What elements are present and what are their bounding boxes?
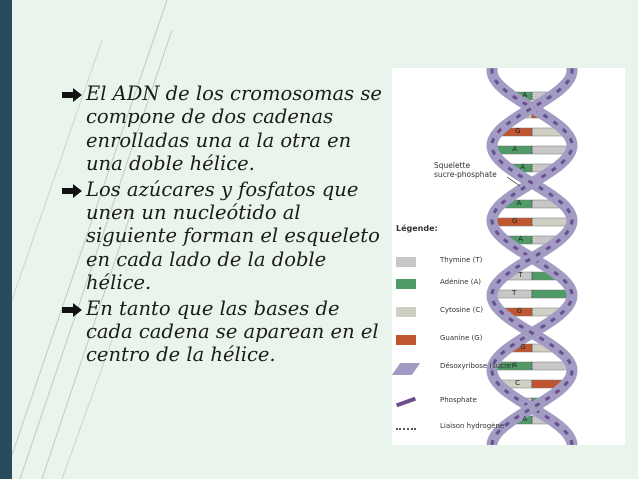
bullet-list: El ADN de los cromosomas se compone de d…: [62, 82, 382, 369]
legend-swatch: [396, 307, 416, 317]
legend-swatch: [395, 396, 417, 408]
base-pair-half: [531, 289, 570, 299]
left-accent-bar: [0, 0, 12, 479]
legend-swatch: [396, 279, 416, 289]
base-label: G: [512, 217, 518, 225]
base-label: A: [516, 199, 522, 207]
bullet-text: En tanto que las bases de cada cadena se…: [86, 296, 379, 367]
legend-item: Cytosine (C): [396, 304, 526, 322]
bullet-text: El ADN de los cromosomas se compone de d…: [86, 82, 382, 176]
legend-item: Phosphate: [395, 394, 526, 412]
arrow-bullet-icon: [62, 302, 82, 317]
base-label: A: [522, 91, 528, 99]
bullet-item: Los azúcares y fosfatos que unen un nucl…: [62, 178, 382, 295]
base-label: A: [512, 145, 518, 153]
bullet-item: El ADN de los cromosomas se compone de d…: [62, 82, 382, 176]
base-label: T: [512, 289, 517, 297]
legend-swatch: [396, 257, 416, 267]
backbone-strand-phosphates: [490, 68, 574, 445]
base-label: C: [515, 379, 520, 387]
legend-label: Phosphate: [440, 396, 477, 404]
base-label: G: [520, 343, 526, 351]
legend-item: Guanine (G): [396, 332, 526, 350]
base-label: A: [512, 361, 518, 369]
arrow-bullet-icon: [62, 88, 82, 102]
legend-title: Légende:: [396, 224, 438, 233]
legend-label: Liaison hydrogène: [440, 422, 505, 430]
base-label: G: [516, 307, 523, 315]
bullet-text: Los azúcares y fosfatos que unen un nucl…: [86, 177, 380, 295]
skeleton-label-line-1: Squelette: [434, 161, 471, 170]
skeleton-label-line-2: sucre-phosphate: [434, 170, 497, 179]
legend-label: Adénine (A): [440, 278, 482, 286]
legend-label: Guanine (G): [440, 334, 483, 342]
base-pair-half: [531, 217, 570, 227]
base-pair-half: [531, 361, 569, 371]
decorative-lines: [12, 0, 172, 479]
label-pointer-line: [506, 176, 521, 187]
backbone-strand-phosphates: [490, 68, 574, 445]
legend-item: Thymine (T): [396, 254, 526, 272]
legend-swatch: [396, 335, 416, 345]
legend-swatch: [396, 428, 416, 430]
base-label: A: [520, 163, 526, 171]
base-label: A: [522, 415, 528, 423]
base-pair-half: [531, 145, 569, 155]
legend-item: Adénine (A): [396, 276, 526, 294]
bullet-item: En tanto que las bases de cada cadena se…: [62, 297, 382, 367]
arrow-bullet-icon: [62, 183, 82, 198]
base-label: T: [518, 271, 523, 279]
base-label: A: [518, 235, 524, 243]
legend-item: Liaison hydrogène: [396, 420, 526, 438]
base-label: G: [515, 127, 521, 135]
dna-figure: Squelette sucre-phosphate Légende: Thymi…: [392, 68, 625, 445]
legend-swatch: [392, 363, 421, 375]
legend-label: Cytosine (C): [440, 306, 483, 314]
legend-label: Thymine (T): [440, 256, 483, 264]
skeleton-label: Squelette sucre-phosphate: [434, 161, 524, 179]
legend-label: Désoxyribose (sucre): [440, 362, 514, 370]
dna-helix-drawing: [486, 68, 578, 445]
legend-item: Désoxyribose (sucre): [392, 360, 526, 378]
